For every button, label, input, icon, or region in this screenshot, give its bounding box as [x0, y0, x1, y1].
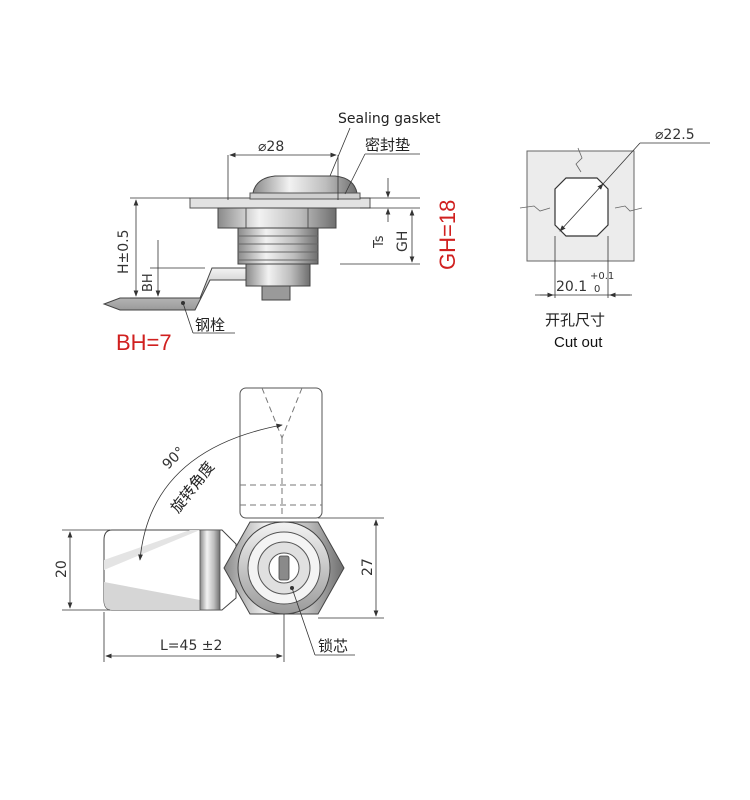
side-view-drawing [102, 175, 371, 311]
gh-dimensions: Ts GH GH=18 [340, 178, 460, 270]
h-label: H±0.5 [116, 229, 132, 274]
cutout-tol-lower: 0 [594, 284, 600, 295]
sealing-gasket-cn-label: 密封垫 [365, 136, 410, 154]
ts-label: Ts [372, 235, 387, 249]
core-callout: 锁芯 [290, 586, 355, 656]
sealing-gasket-label: Sealing gasket [338, 111, 441, 127]
height-label: 27 [360, 558, 376, 576]
gh-value: GH=18 [435, 200, 460, 270]
gh-label: GH [395, 231, 411, 252]
diameter-label: ⌀28 [258, 139, 284, 155]
cutout-drawing: ⌀22.5 20.1 +0.1 0 开孔尺寸 Cut out [519, 127, 710, 351]
bh-value: BH=7 [116, 330, 172, 355]
bolt-callout: 钢栓 BH=7 [116, 301, 235, 355]
sealing-gasket-callout: Sealing gasket 密封垫 [329, 111, 441, 195]
cutout-diameter-label: ⌀22.5 [655, 127, 695, 143]
bh-label: BH [141, 273, 156, 292]
width-label: 20 [54, 560, 70, 578]
length-label: L=45 ±2 [160, 638, 222, 654]
core-label: 锁芯 [318, 637, 348, 655]
bolt-label: 钢栓 [195, 316, 225, 334]
cutout-title-cn: 开孔尺寸 [545, 311, 605, 329]
height-27-dimension: 27 [318, 517, 384, 619]
width-dimension: 20 [54, 529, 110, 611]
diameter-dimension: ⌀28 [227, 139, 339, 200]
cutout-tol-upper: +0.1 [590, 271, 614, 282]
cutout-title-en: Cut out [554, 334, 603, 351]
height-dimensions: H±0.5 BH [116, 197, 205, 299]
cutout-flat-label: 20.1 [556, 279, 587, 295]
front-view-drawing [103, 387, 345, 615]
length-dimension: L=45 ±2 [103, 612, 285, 662]
